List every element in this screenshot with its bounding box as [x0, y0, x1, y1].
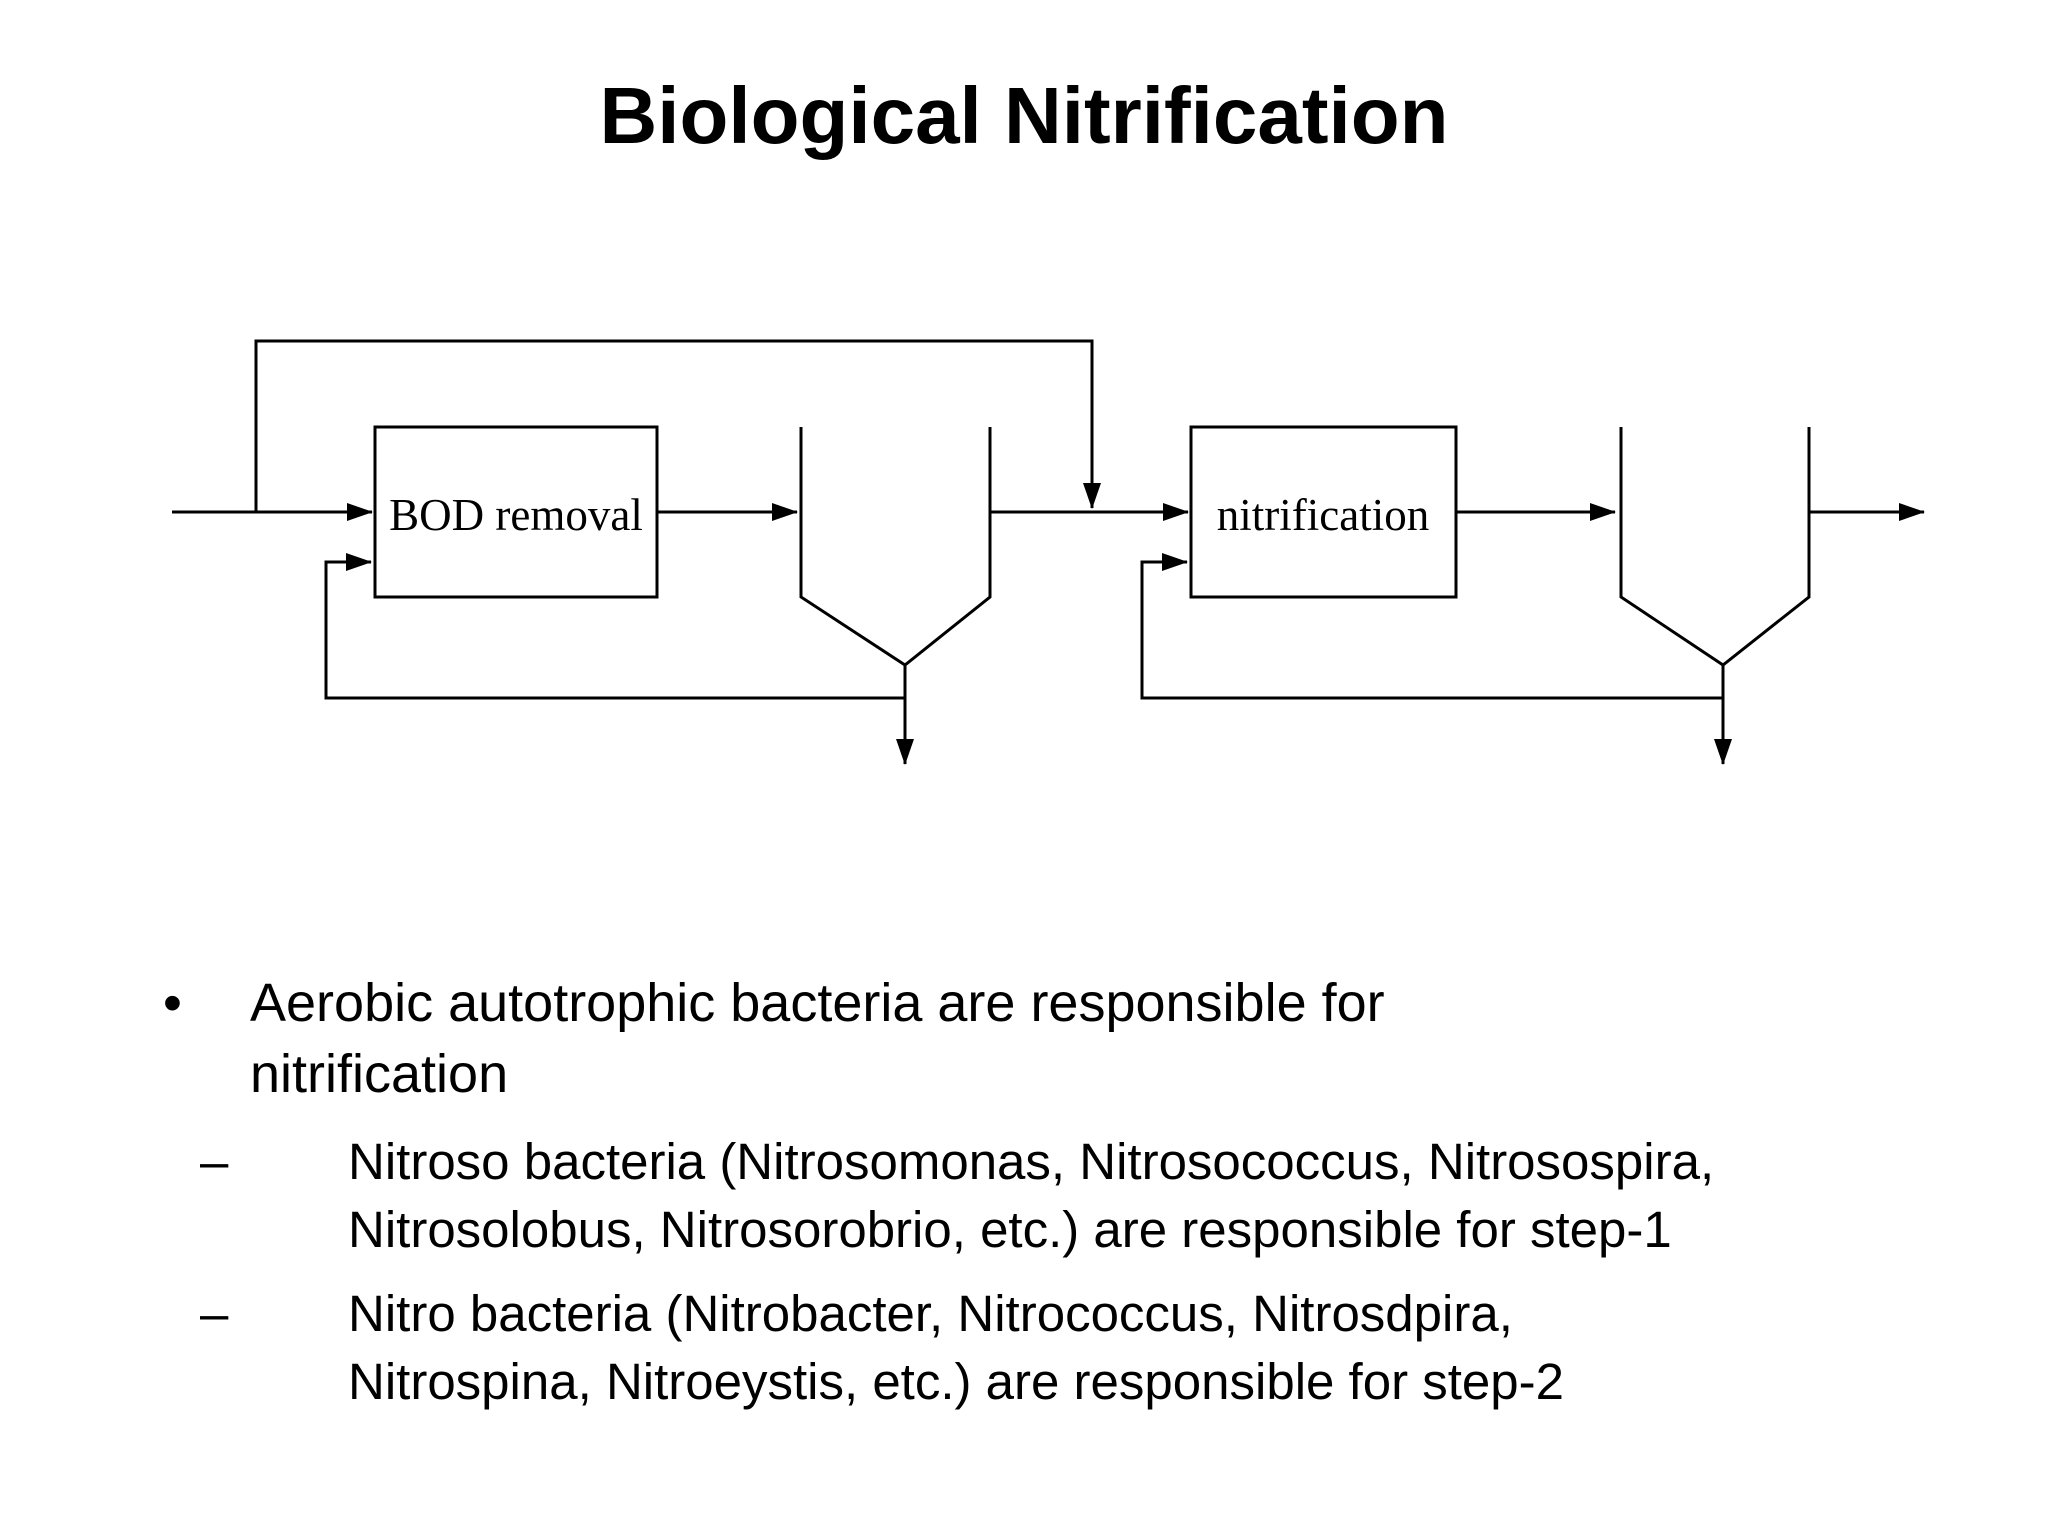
sub-bullet-1-text: Nitroso bacteria (Nitrosomonas, Nitrosoc… [348, 1133, 1715, 1258]
dash-bullet-icon: – [200, 1133, 229, 1190]
nitrification-label: nitrification [1217, 490, 1429, 540]
bullet-1-text: Aerobic autotrophic bacteria are respons… [250, 973, 1385, 1104]
bullet-dot-icon: • [163, 973, 182, 1033]
dash-bullet-icon: – [200, 1285, 229, 1342]
recycle-loop-arrow [254, 339, 1101, 512]
page-title: Biological Nitrification [599, 71, 1449, 160]
bod-removal-box [373, 425, 659, 599]
clarifier-2 [1619, 427, 1811, 667]
return-sludge-loop-1 [324, 553, 905, 700]
return-sludge-loop-2 [1140, 553, 1723, 700]
sub-bullet-2-text: Nitro bacteria (Nitrobacter, Nitrococcus… [348, 1285, 1564, 1410]
clarifier-1 [799, 427, 992, 667]
nitrification-box [1189, 425, 1458, 599]
bod-removal-label: BOD removal [389, 490, 643, 540]
